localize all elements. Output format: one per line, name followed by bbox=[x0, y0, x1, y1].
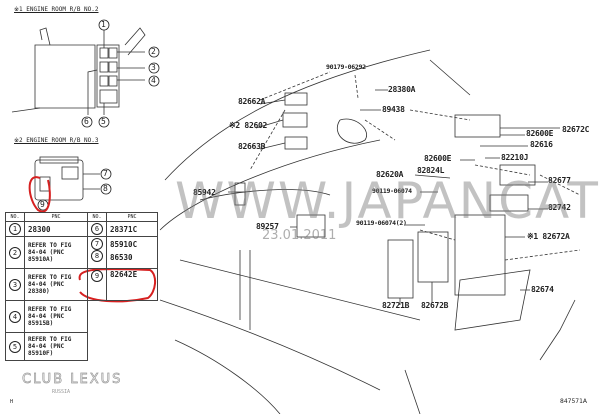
part-label: 82672C bbox=[562, 125, 590, 134]
engine-room-rb-no2-drawing bbox=[11, 27, 146, 115]
part-label: 82616 bbox=[530, 140, 553, 149]
empty-cell bbox=[107, 333, 158, 361]
part-label: ※2 82602 bbox=[229, 121, 268, 130]
row-no: 5 bbox=[9, 340, 21, 353]
row-pnc: REFER TO FIG 84-04 (PNC 28380) bbox=[24, 268, 88, 301]
header-pnc: PNC bbox=[24, 212, 88, 222]
part-label: 89438 bbox=[382, 105, 405, 114]
empty-cell bbox=[88, 333, 107, 361]
row-pnc: 82642E bbox=[106, 268, 158, 301]
callout-4: 4 bbox=[151, 76, 156, 85]
row-no: 1 bbox=[9, 223, 21, 235]
part-label: ※1 82672A bbox=[527, 232, 570, 241]
page-mark: H bbox=[10, 399, 14, 405]
part-label: 90119-06074 bbox=[372, 187, 412, 195]
part-label: 82672B bbox=[421, 301, 449, 310]
watermark-date: 23.01.2011 bbox=[262, 228, 337, 243]
part-label: 82600E bbox=[424, 154, 452, 163]
engine-room-rb-no3-drawing bbox=[34, 156, 100, 201]
callout-8: 8 bbox=[103, 184, 108, 193]
part-label: 28380A bbox=[388, 85, 416, 94]
row-no: 7 bbox=[91, 238, 103, 250]
empty-cell bbox=[107, 301, 158, 333]
part-label: 82662A bbox=[238, 97, 266, 106]
part-label: 82674 bbox=[531, 285, 554, 294]
club-lexus-logo: CLUB LEXUS bbox=[22, 372, 123, 388]
row-pnc: REFER TO FIG 84-04 (PNC 85915B) bbox=[24, 300, 88, 333]
empty-cell bbox=[88, 301, 107, 333]
row-no: 2 bbox=[9, 246, 21, 259]
leader-lines bbox=[228, 89, 560, 305]
part-label: 90179-06292 bbox=[326, 63, 366, 71]
vehicle-front-drawing bbox=[159, 49, 576, 414]
row-pnc: 85910C bbox=[110, 240, 138, 249]
row-pnc: REFER TO FIG 84-04 (PNC 85910F) bbox=[24, 332, 88, 361]
part-label: 90119-06074(2) bbox=[356, 219, 407, 227]
callout-9: 9 bbox=[40, 200, 45, 209]
part-label: 82742 bbox=[548, 203, 571, 212]
row-no: 9 bbox=[91, 270, 103, 282]
row-no: 4 bbox=[9, 310, 21, 323]
part-label: 82620A bbox=[376, 170, 404, 179]
part-label: 82600E bbox=[526, 129, 554, 138]
row-pnc: 86530 bbox=[110, 253, 133, 262]
callout-6: 6 bbox=[84, 117, 89, 126]
watermark: WWW.JAPANCATS.RU bbox=[175, 172, 600, 230]
callout-2: 2 bbox=[151, 47, 156, 56]
part-drawings bbox=[234, 92, 536, 331]
callout-5: 5 bbox=[101, 117, 106, 126]
row-pnc: 28300 bbox=[24, 221, 88, 237]
heading-rb-no2: ※1 ENGINE ROOM R/B NO.2 bbox=[14, 6, 99, 13]
highlight-mark bbox=[28, 176, 51, 213]
part-label: 82721B bbox=[382, 301, 410, 310]
callout-1: 1 bbox=[101, 20, 106, 29]
row-no: 8 bbox=[91, 250, 103, 262]
header-no-2: NO. bbox=[87, 212, 107, 222]
figure-code: 847571A bbox=[560, 398, 588, 405]
callout-7: 7 bbox=[103, 169, 108, 178]
row-no: 3 bbox=[9, 278, 21, 291]
part-label: 82210J bbox=[501, 153, 529, 162]
club-lexus-logo-sub: RUSSIA bbox=[52, 389, 71, 395]
part-label: 82824L bbox=[417, 166, 445, 175]
part-label: 85942 bbox=[193, 188, 216, 197]
part-label: 82677 bbox=[548, 176, 571, 185]
part-label: 82663B bbox=[238, 142, 266, 151]
row-pnc: 28371C bbox=[106, 221, 158, 237]
heading-rb-no3: ※2 ENGINE ROOM R/B NO.3 bbox=[14, 137, 99, 144]
dashed-leader-lines bbox=[249, 71, 581, 261]
row-no: 6 bbox=[91, 223, 103, 235]
header-no: NO. bbox=[5, 212, 25, 222]
row-pnc: REFER TO FIG 84-04 (PNC 85910A) bbox=[24, 236, 88, 269]
header-pnc-2: PNC bbox=[106, 212, 158, 222]
callout-3: 3 bbox=[151, 63, 156, 72]
part-label: 89257 bbox=[256, 222, 279, 231]
